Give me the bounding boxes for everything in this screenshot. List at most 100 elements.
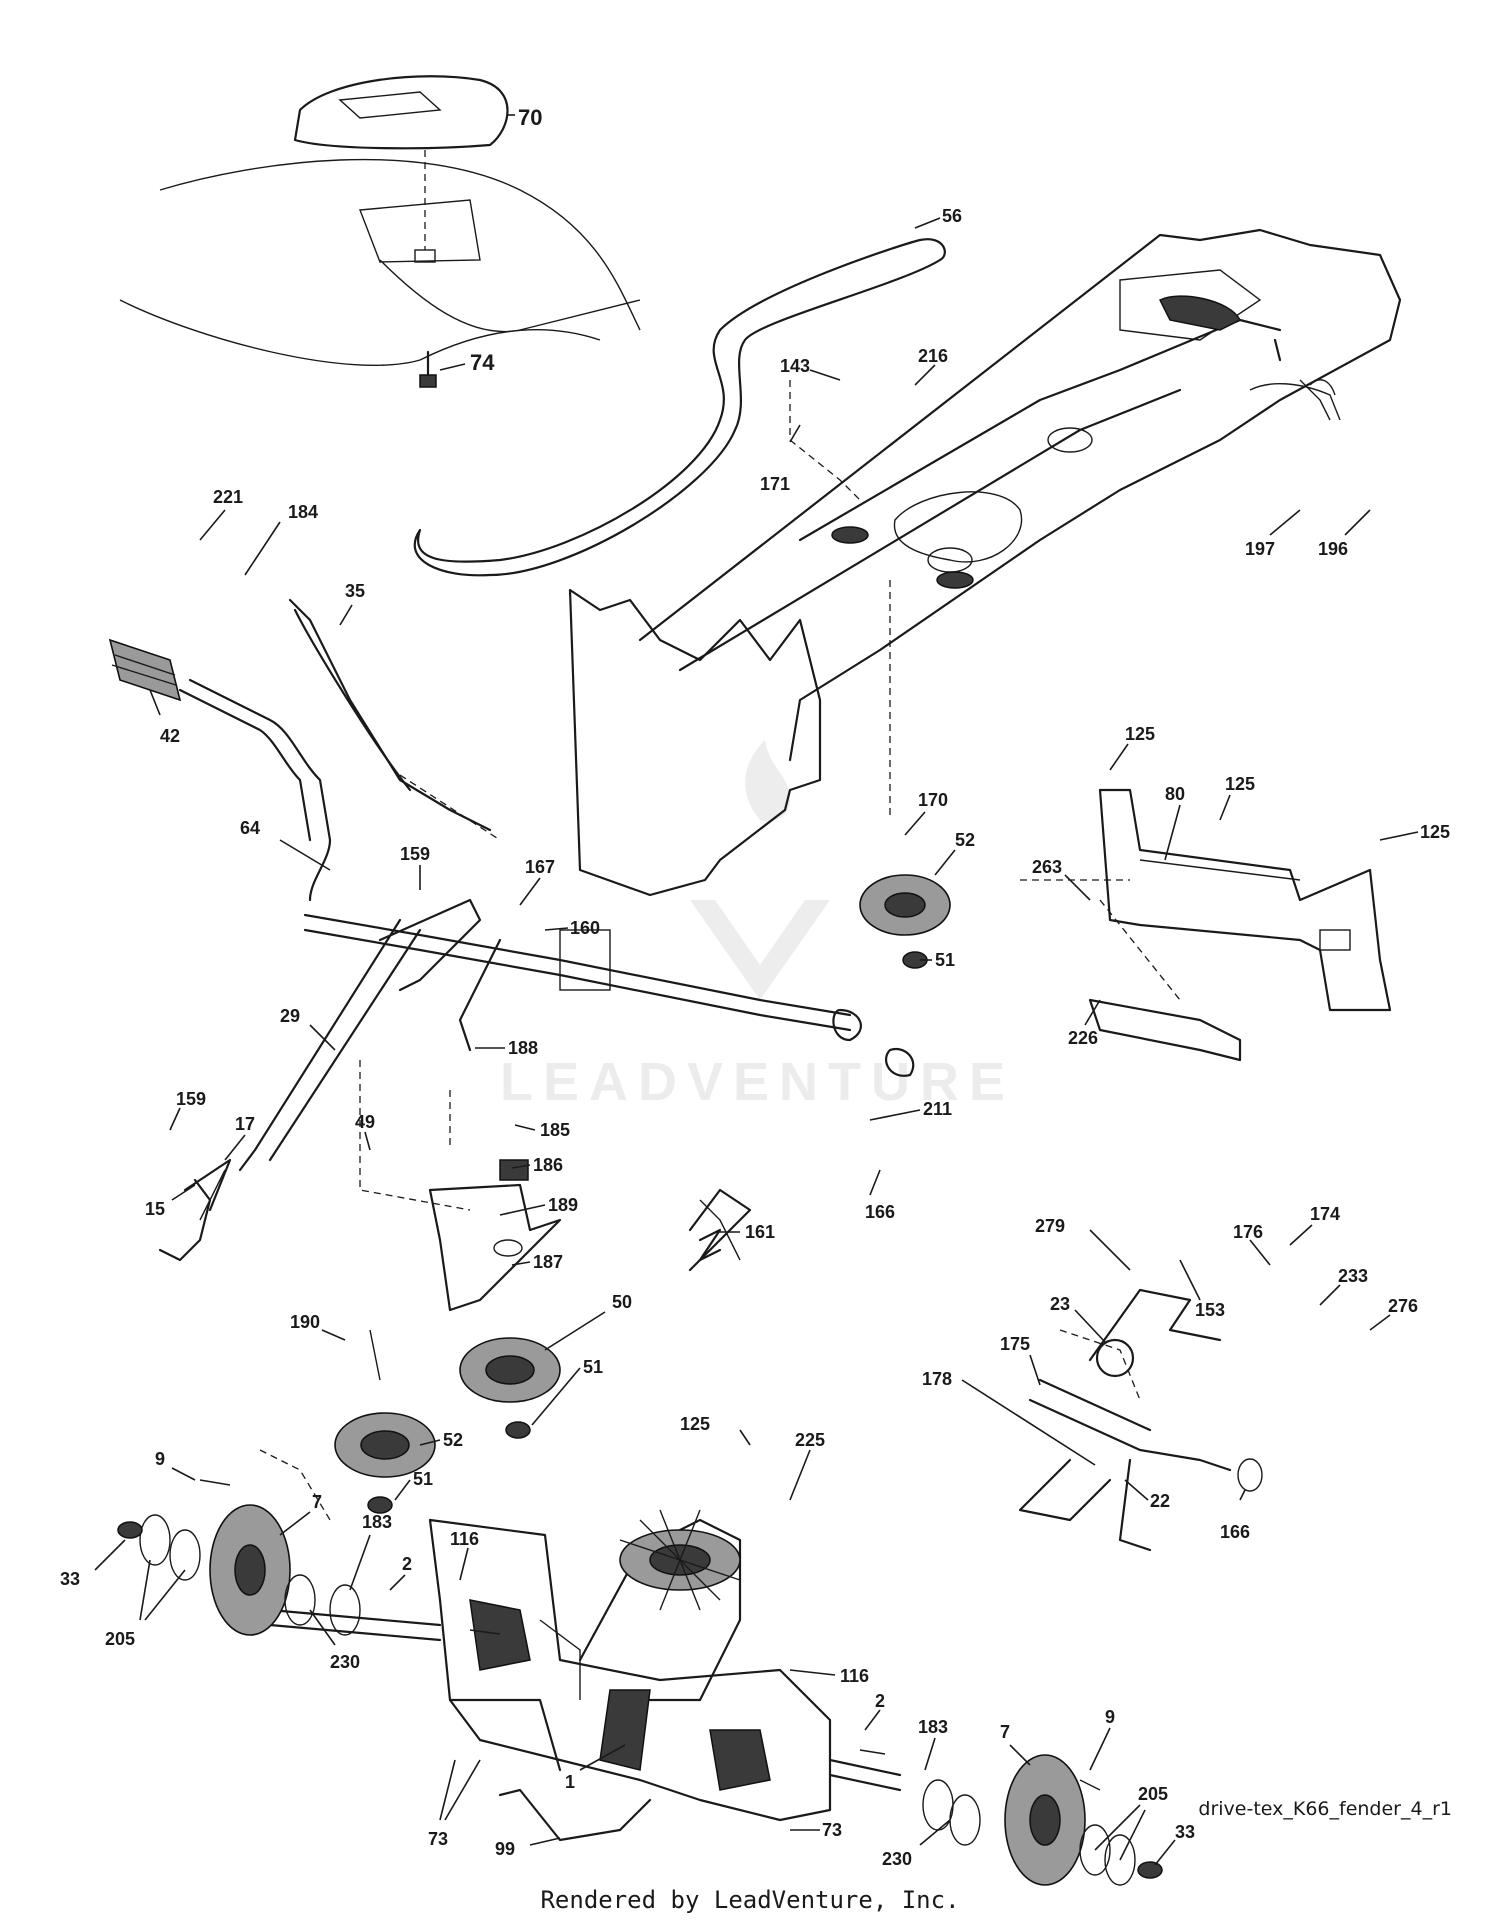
callout-99: 99 xyxy=(495,1788,652,1859)
callout-187: 187 xyxy=(511,1252,563,1272)
callout-171: 171 xyxy=(760,424,801,494)
callout-label: 160 xyxy=(570,918,600,938)
callout-label: 175 xyxy=(1000,1334,1030,1354)
callout-label: 116 xyxy=(840,1666,869,1686)
callout-159-b: 159 xyxy=(169,1089,206,1131)
callout-125-d: 125 xyxy=(680,1414,751,1446)
callout-211: 211 xyxy=(869,1099,952,1121)
callout-188: 188 xyxy=(475,1038,538,1058)
callout-35: 35 xyxy=(339,581,365,626)
callout-175: 175 xyxy=(1000,1334,1041,1386)
watermark: LEADVENTURE xyxy=(500,740,1015,1112)
watermark-text: LEADVENTURE xyxy=(500,1052,1015,1112)
callout-178: 178 xyxy=(922,1369,1096,1466)
callout-176: 176 xyxy=(1233,1222,1271,1266)
callout-label: 23 xyxy=(1050,1294,1070,1314)
callout-label: 188 xyxy=(508,1038,538,1058)
callout-label: 176 xyxy=(1233,1222,1263,1242)
callout-42: 42 xyxy=(149,689,180,746)
callout-label: 184 xyxy=(288,502,318,522)
callout-label: 116 xyxy=(450,1529,479,1549)
callout-label: 153 xyxy=(1195,1300,1225,1320)
callout-159: 159 xyxy=(400,844,430,890)
callout-9: 9 xyxy=(155,1449,196,1481)
callout-label: 221 xyxy=(213,487,243,507)
callout-label: 50 xyxy=(612,1292,632,1312)
callout-label: 171 xyxy=(760,474,790,494)
callout-189: 189 xyxy=(499,1195,578,1216)
callout-116: 116 xyxy=(450,1529,479,1581)
callout-label: 7 xyxy=(312,1492,322,1512)
callout-label: 74 xyxy=(470,350,495,375)
callout-230: 230 xyxy=(309,1609,360,1672)
frame-assembly xyxy=(568,228,1402,897)
callout-label: 22 xyxy=(1150,1491,1170,1511)
callout-label: 33 xyxy=(1175,1822,1195,1842)
callout-label: 73 xyxy=(428,1829,448,1849)
callout-label: 42 xyxy=(160,726,180,746)
callout-label: 33 xyxy=(60,1569,80,1589)
callout-label: 159 xyxy=(400,844,430,864)
callout-15: 15 xyxy=(145,1184,196,1219)
callout-label: 51 xyxy=(413,1469,433,1489)
callout-label: 1 xyxy=(565,1772,575,1792)
drive-belt xyxy=(413,238,946,577)
callout-label: 125 xyxy=(1225,774,1255,794)
callout-225: 225 xyxy=(789,1430,825,1501)
callout-205: 205 xyxy=(105,1559,186,1649)
callout-56: 56 xyxy=(914,206,962,229)
callout-label: 230 xyxy=(330,1652,360,1672)
callout-label: 279 xyxy=(1035,1216,1065,1236)
callout-167: 167 xyxy=(519,857,555,906)
rendered-by-footer: Rendered by LeadVenture, Inc. xyxy=(540,1886,960,1914)
callout-label: 80 xyxy=(1165,784,1185,804)
assembly-lines xyxy=(259,380,1181,1521)
callout-183-b: 183 xyxy=(918,1717,948,1771)
callout-233: 233 xyxy=(1319,1266,1368,1306)
callout-label: 233 xyxy=(1338,1266,1368,1286)
callout-label: 197 xyxy=(1245,539,1275,559)
callout-label: 52 xyxy=(443,1430,463,1450)
callout-label: 99 xyxy=(495,1839,515,1859)
callout-70: 70 xyxy=(508,105,542,130)
callout-label: 263 xyxy=(1032,857,1062,877)
callout-label: 51 xyxy=(583,1357,603,1377)
callout-label: 29 xyxy=(280,1006,300,1026)
callout-label: 226 xyxy=(1068,1028,1098,1048)
callout-label: 52 xyxy=(955,830,975,850)
wheel-hubs xyxy=(117,1479,1163,1886)
bracket-assembly xyxy=(1088,788,1392,1062)
callout-73: 73 xyxy=(428,1759,481,1849)
callout-label: 167 xyxy=(525,857,555,877)
callout-label: 7 xyxy=(1000,1722,1010,1742)
callout-166: 166 xyxy=(865,1169,895,1222)
callout-166-b: 166 xyxy=(1220,1458,1263,1542)
callout-170: 170 xyxy=(904,790,948,836)
callout-196: 196 xyxy=(1318,509,1371,559)
callout-205-b: 205 xyxy=(1094,1784,1168,1861)
callout-9-b: 9 xyxy=(1089,1707,1115,1771)
callout-33: 33 xyxy=(60,1539,126,1589)
callout-label: 2 xyxy=(402,1554,412,1574)
callout-49: 49 xyxy=(355,1112,375,1151)
diagram-id-label: drive-tex_K66_fender_4_r1 xyxy=(1198,1798,1452,1820)
callout-label: 187 xyxy=(533,1252,563,1272)
callout-label: 56 xyxy=(942,206,962,226)
callout-label: 35 xyxy=(345,581,365,601)
callout-label: 143 xyxy=(780,356,810,376)
callout-276: 276 xyxy=(1369,1296,1418,1331)
callout-221: 221 xyxy=(199,487,243,541)
callout-64: 64 xyxy=(240,818,331,871)
callout-label: 174 xyxy=(1310,1204,1340,1224)
pulleys xyxy=(334,874,951,1514)
callout-51-c: 51 xyxy=(394,1469,433,1501)
callout-33-b: 33 xyxy=(1154,1822,1195,1866)
callout-2-b: 2 xyxy=(864,1691,885,1731)
callout-183: 183 xyxy=(349,1512,392,1591)
callout-226: 226 xyxy=(1068,999,1101,1048)
callout-116-b: 116 xyxy=(789,1666,869,1686)
callout-label: 17 xyxy=(235,1114,255,1134)
callout-label: 125 xyxy=(1420,822,1450,842)
callout-label: 51 xyxy=(935,950,955,970)
